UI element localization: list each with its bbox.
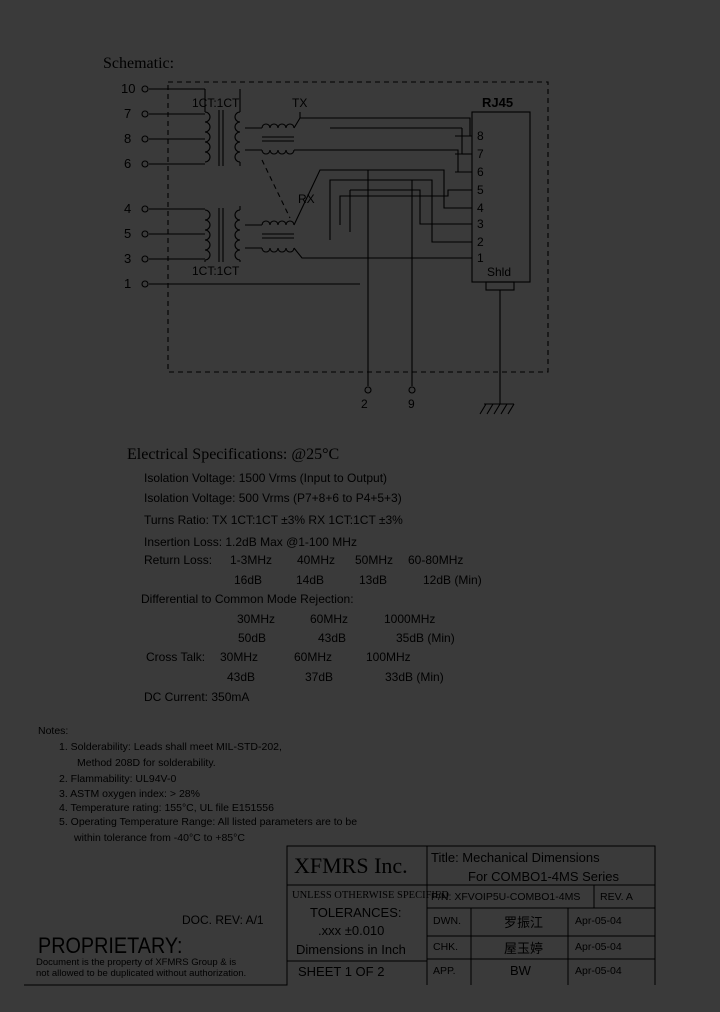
insertion-loss: Insertion Loss: 1.2dB Max @1-100 MHz	[144, 535, 357, 549]
left-pin-label: 4	[124, 201, 132, 216]
schematic-heading: Schematic:	[103, 55, 175, 72]
chk-name: 屋玉婷	[504, 941, 544, 956]
unless-otherwise-specified: UNLESS OTHERWISE SPECIFIED	[292, 890, 449, 901]
return-loss-value: 14dB	[296, 573, 325, 587]
rj-pin-label: 7	[477, 147, 484, 161]
proprietary-line: Document is the property of XFMRS Group …	[36, 957, 237, 968]
revision: REV. A	[600, 891, 633, 903]
return-loss-value: 13dB	[359, 573, 388, 587]
rj-pin-label: 2	[477, 235, 484, 249]
return-loss-value: 12dB (Min)	[423, 573, 482, 587]
diff-mode-freq: 30MHz	[237, 612, 276, 626]
dimension-units: Dimensions in Inch	[296, 942, 406, 957]
bottom-pin-label: 9	[408, 397, 415, 411]
doc-revision: DOC. REV: A/1	[182, 913, 264, 927]
cross-talk-value: 43dB	[227, 670, 256, 684]
diff-mode-label: Differential to Common Mode Rejection:	[141, 592, 354, 606]
diff-mode-value: 35dB (Min)	[396, 631, 455, 645]
left-pin-label: 8	[124, 131, 132, 146]
diff-mode-value: 43dB	[318, 631, 347, 645]
return-loss-freq: 60-80MHz	[408, 553, 464, 567]
note-line: 4. Temperature rating: 155°C, UL file E1…	[59, 802, 274, 814]
note-line: 5. Operating Temperature Range: All list…	[59, 816, 358, 828]
left-pin-label: 5	[124, 226, 132, 241]
tx-label: TX	[292, 96, 308, 110]
left-pin-label: 6	[124, 156, 132, 171]
isolation-voltage-2: Isolation Voltage: 500 Vrms (P7+8+6 to P…	[144, 491, 402, 505]
note-line: 2. Flammability: UL94V-0	[59, 773, 177, 785]
left-pin-label: 7	[124, 106, 132, 121]
diff-mode-freq: 1000MHz	[384, 612, 436, 626]
cross-talk-freq: 60MHz	[294, 650, 333, 664]
diff-mode-freq: 60MHz	[310, 612, 349, 626]
notes-heading: Notes:	[38, 725, 69, 737]
note-line: 1. Solderability: Leads shall meet MIL-S…	[59, 741, 282, 753]
turns-ratio: Turns Ratio: TX 1CT:1CT ±3% RX 1CT:1CT ±…	[144, 513, 403, 527]
chk-date: Apr-05-04	[575, 941, 622, 953]
ratio-bottom-label: 1CT:1CT	[192, 264, 240, 278]
return-loss-freq: 1-3MHz	[230, 553, 273, 567]
cross-talk-freq: 100MHz	[366, 650, 411, 664]
rx-label: RX	[298, 192, 315, 206]
cross-talk-freq: 30MHz	[220, 650, 259, 664]
tolerances-label: TOLERANCES:	[310, 905, 402, 920]
proprietary-title: PROPRIETARY:	[38, 933, 183, 958]
note-line: within tolerance from -40°C to +85°C	[74, 832, 245, 844]
note-line: 3. ASTM oxygen index: > 28%	[59, 788, 200, 800]
title-line: For COMBO1-4MS Series	[468, 869, 619, 884]
company-name: XFMRS Inc.	[294, 853, 408, 878]
chk-label: CHK.	[433, 941, 459, 953]
dc-current: DC Current: 350mA	[144, 690, 250, 704]
return-loss-freq: 40MHz	[297, 553, 336, 567]
cross-talk-value: 33dB (Min)	[385, 670, 444, 684]
proprietary-line: not allowed to be duplicated without aut…	[36, 968, 247, 979]
bottom-pin-label: 2	[361, 397, 368, 411]
app-date: Apr-05-04	[575, 965, 622, 977]
schematic-diagram	[141, 81, 549, 415]
rj-pin-label: 4	[477, 201, 484, 215]
isolation-voltage-1: Isolation Voltage: 1500 Vrms (Input to O…	[144, 471, 388, 485]
part-number: P/N: XFVOIP5U-COMBO1-4MS	[431, 891, 581, 903]
return-loss-value: 16dB	[234, 573, 263, 587]
diff-mode-value: 50dB	[238, 631, 267, 645]
rj-pin-label: 6	[477, 165, 484, 179]
rj45-label: RJ45	[482, 95, 514, 110]
tolerance-value: .xxx ±0.010	[318, 923, 385, 938]
dwn-name: 罗振江	[504, 915, 544, 930]
rj-pin-label: 1	[477, 251, 484, 265]
shield-label: Shld	[487, 265, 512, 279]
note-line: Method 208D for solderability.	[77, 757, 216, 769]
left-pin-label: 1	[124, 276, 132, 291]
rj-pin-label: 3	[477, 217, 484, 231]
sheet-number: SHEET 1 OF 2	[298, 964, 385, 979]
cross-talk-value: 37dB	[305, 670, 334, 684]
app-label: APP.	[433, 965, 456, 977]
left-pin-label: 10	[121, 81, 136, 96]
dwn-date: Apr-05-04	[575, 915, 622, 927]
electrical-heading: Electrical Specifications: @25°C	[127, 446, 340, 463]
return-loss-label: Return Loss:	[144, 553, 213, 567]
ratio-top-label: 1CT:1CT	[192, 96, 240, 110]
app-name: BW	[510, 963, 531, 978]
return-loss-freq: 50MHz	[355, 553, 394, 567]
dwn-label: DWN.	[433, 915, 461, 927]
left-pin-label: 3	[124, 251, 132, 266]
title-line: Title: Mechanical Dimensions	[431, 850, 600, 865]
cross-talk-label: Cross Talk:	[146, 650, 206, 664]
rj-pin-label: 8	[477, 129, 484, 143]
rj-pin-label: 5	[477, 183, 484, 197]
